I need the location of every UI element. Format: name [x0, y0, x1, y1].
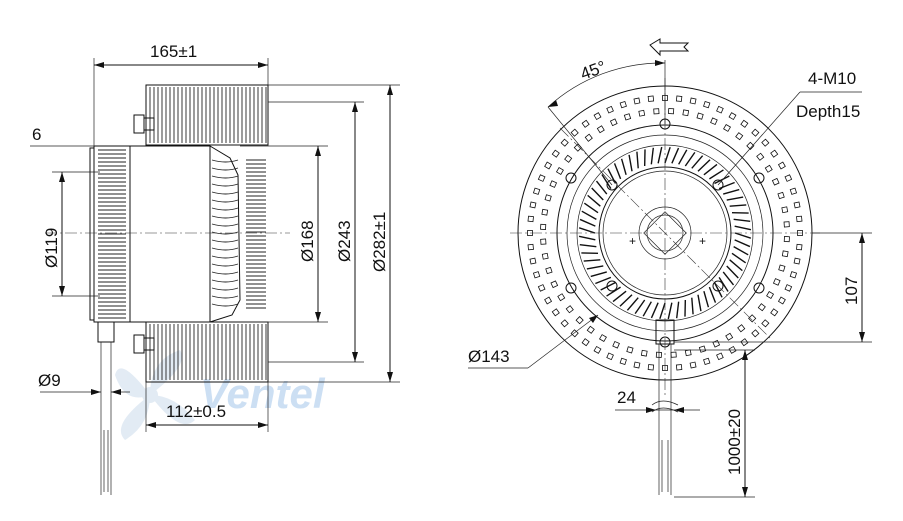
- dim-holes-label: 4-M10: [808, 69, 856, 88]
- dim-angle-label: 45°: [578, 57, 609, 84]
- dim-holes: 4-M10 Depth15: [717, 69, 862, 186]
- dim-flange: 6: [30, 125, 94, 147]
- dim-width-label: 165±1: [150, 42, 197, 61]
- dim-cable-length-label: 1000±20: [725, 409, 744, 475]
- front-cable: [651, 319, 679, 495]
- dim-flange-label: 6: [32, 125, 41, 144]
- svg-text:+: +: [699, 234, 706, 248]
- dim-d119: Ø119: [42, 171, 100, 297]
- connector-bottom: [133, 334, 145, 354]
- dim-depth: 112±0.5: [145, 382, 269, 432]
- blade-ring: [578, 146, 752, 320]
- impeller-top: [145, 84, 269, 309]
- dim-d243-label: Ø243: [335, 220, 354, 262]
- side-view: 165±1 6 Ø119 Ø168: [30, 42, 400, 495]
- dim-width: 165±1: [93, 42, 269, 146]
- dim-depth-label: 112±0.5: [166, 402, 226, 421]
- front-view: + + 45°: [468, 38, 872, 498]
- dim-d119-label: Ø119: [42, 228, 61, 268]
- watermark-text: Ventel: [200, 370, 326, 417]
- dim-hole-depth-label: Depth15: [796, 102, 860, 121]
- dim-cable-width: 24: [615, 388, 700, 413]
- svg-text:+: +: [629, 234, 636, 248]
- mounting-holes: [565, 118, 765, 348]
- dim-d282: Ø282±1: [268, 84, 400, 383]
- dim-d243: Ø243: [268, 101, 364, 363]
- dim-d9: Ø9: [38, 371, 130, 395]
- dim-angle: 45°: [547, 57, 666, 186]
- mounting-flange: [89, 145, 131, 323]
- motor-hub: [129, 145, 241, 323]
- dim-d168-label: Ø168: [298, 220, 317, 262]
- watermark: Ventel: [115, 350, 326, 440]
- dim-d143-label: Ø143: [468, 347, 510, 366]
- perforation-pattern: [527, 95, 803, 371]
- dim-cable-width-label: 24: [617, 388, 636, 407]
- dim-d9-label: Ø9: [38, 371, 61, 390]
- connector-top: [133, 114, 145, 134]
- dim-d143: Ø143: [468, 314, 599, 369]
- dim-cable-length: 1000±20: [674, 349, 755, 498]
- dim-offset-label: 107: [842, 277, 861, 305]
- rotation-arrow-icon: [649, 38, 690, 57]
- dim-d168: Ø168: [240, 145, 328, 323]
- dim-offset: 107: [674, 232, 872, 343]
- dim-d282-label: Ø282±1: [370, 212, 389, 272]
- side-cable: [97, 321, 115, 495]
